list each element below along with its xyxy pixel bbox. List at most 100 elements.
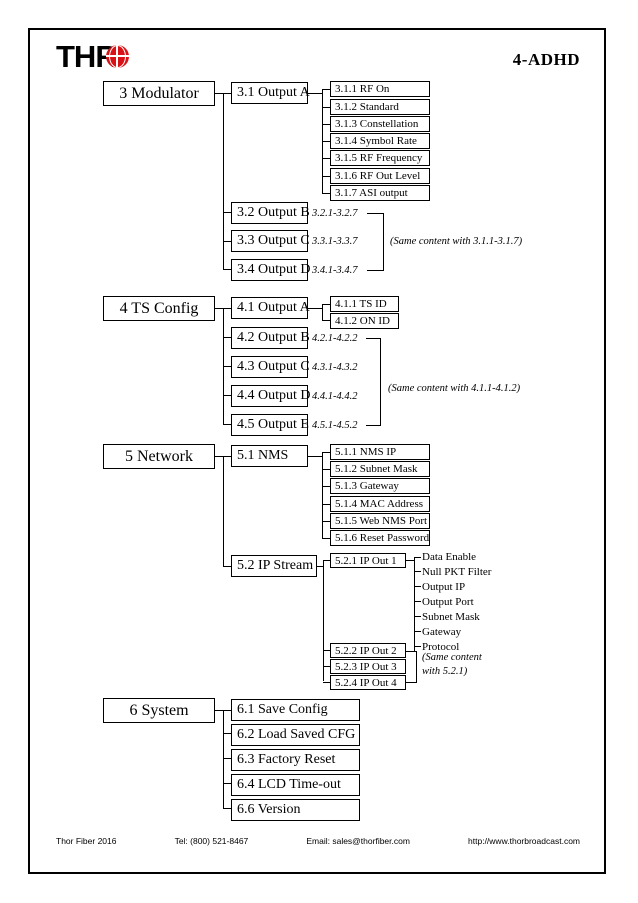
menu-leaf-3-1-7[interactable]: 3.1.7 ASI output: [330, 185, 430, 201]
section-title-network[interactable]: 5 Network: [103, 444, 215, 469]
menu-item-4-5[interactable]: 4.5 Output E: [231, 414, 309, 436]
connector: [366, 425, 380, 426]
connector: [366, 338, 380, 339]
connector: [322, 89, 330, 90]
menu-item-5-1[interactable]: 5.1 NMS: [231, 445, 308, 467]
menu-item-4-1[interactable]: 4.1 Output A: [231, 297, 310, 319]
page-title: 4-ADHD: [512, 50, 580, 69]
connector: [308, 308, 322, 309]
note-modulator-same-content: (Same content with 3.1.1-3.1.7): [390, 236, 523, 247]
connector: [414, 571, 421, 572]
menu-item-4-3[interactable]: 4.3 Output C: [231, 356, 310, 378]
range-label-4-2: 4.2.1-4.2.2: [312, 333, 358, 344]
menu-item-6-1[interactable]: 6.1 Save Config: [231, 699, 360, 721]
connector: [380, 338, 381, 426]
note-line-1: (Same content: [422, 652, 482, 663]
section-title-system[interactable]: 6 System: [103, 698, 215, 723]
menu-leaf-5-1-4[interactable]: 5.1.4 MAC Address: [330, 496, 430, 512]
menu-item-5-2-3[interactable]: 5.2.3 IP Out 3: [330, 659, 406, 674]
menu-item-6-6[interactable]: 6.6 Version: [231, 799, 360, 821]
connector: [317, 566, 323, 567]
range-label-4-3: 4.3.1-4.3.2: [312, 362, 358, 373]
connector: [323, 560, 324, 681]
thor-logo: THR: [56, 40, 166, 74]
connector: [223, 241, 231, 242]
connector: [414, 646, 421, 647]
globe-icon: [106, 45, 129, 68]
menu-leaf-protocol[interactable]: Protocol: [422, 641, 460, 653]
connector: [322, 504, 330, 505]
menu-item-3-2[interactable]: 3.2 Output B: [231, 202, 310, 224]
menu-item-6-4[interactable]: 6.4 LCD Time-out: [231, 774, 360, 796]
range-label-4-5: 4.5.1-4.5.2: [312, 420, 358, 431]
connector: [416, 651, 417, 683]
menu-item-5-2[interactable]: 5.2 IP Stream: [231, 555, 317, 577]
connector: [322, 469, 330, 470]
connector: [383, 213, 384, 271]
connector: [414, 601, 421, 602]
range-label-3-4: 3.4.1-3.4.7: [312, 265, 358, 276]
menu-leaf-data-enable[interactable]: Data Enable: [422, 551, 477, 563]
menu-leaf-5-1-3[interactable]: 5.1.3 Gateway: [330, 478, 430, 494]
connector: [322, 158, 330, 159]
menu-leaf-3-1-3[interactable]: 3.1.3 Constellation: [330, 116, 430, 132]
menu-item-6-2[interactable]: 6.2 Load Saved CFG: [231, 724, 360, 746]
menu-leaf-gateway[interactable]: Gateway: [422, 626, 462, 638]
connector: [322, 176, 330, 177]
menu-item-5-2-1[interactable]: 5.2.1 IP Out 1: [330, 553, 406, 568]
connector: [322, 452, 330, 453]
menu-leaf-3-1-4[interactable]: 3.1.4 Symbol Rate: [330, 133, 430, 149]
connector: [322, 452, 323, 538]
connector: [322, 304, 323, 321]
connector: [223, 366, 231, 367]
menu-leaf-5-1-1[interactable]: 5.1.1 NMS IP: [330, 444, 430, 460]
connector: [223, 456, 224, 567]
connector: [223, 783, 231, 784]
menu-leaf-4-1-1[interactable]: 4.1.1 TS ID: [330, 296, 399, 312]
connector: [414, 557, 415, 652]
connector: [322, 304, 330, 305]
connector: [414, 557, 421, 558]
connector: [223, 758, 231, 759]
connector: [322, 193, 330, 194]
connector: [322, 124, 330, 125]
section-title-ts-config[interactable]: 4 TS Config: [103, 296, 215, 321]
connector: [223, 93, 224, 270]
connector: [367, 213, 383, 214]
menu-leaf-3-1-1[interactable]: 3.1.1 RF On: [330, 81, 430, 97]
menu-item-4-2[interactable]: 4.2 Output B: [231, 327, 310, 349]
menu-item-3-4[interactable]: 3.4 Output D: [231, 259, 311, 281]
menu-item-6-3[interactable]: 6.3 Factory Reset: [231, 749, 360, 771]
footer-website[interactable]: http://www.thorbroadcast.com: [468, 836, 580, 846]
connector: [322, 320, 330, 321]
connector: [223, 212, 231, 213]
connector: [223, 269, 231, 270]
menu-leaf-5-1-2[interactable]: 5.1.2 Subnet Mask: [330, 461, 430, 477]
menu-item-3-3[interactable]: 3.3 Output C: [231, 230, 310, 252]
menu-leaf-subnet-mask[interactable]: Subnet Mask: [422, 611, 480, 623]
menu-item-3-1[interactable]: 3.1 Output A: [231, 82, 310, 104]
menu-leaf-null-pkt-filter[interactable]: Null PKT Filter: [422, 566, 492, 578]
page-border: [28, 28, 606, 874]
connector: [308, 456, 322, 457]
footer-company: Thor Fiber 2016: [56, 836, 117, 846]
menu-item-4-4[interactable]: 4.4 Output D: [231, 385, 311, 407]
menu-item-5-2-4[interactable]: 5.2.4 IP Out 4: [330, 675, 406, 690]
connector: [223, 710, 224, 809]
connector: [322, 521, 330, 522]
menu-item-5-2-2[interactable]: 5.2.2 IP Out 2: [330, 643, 406, 658]
menu-leaf-3-1-6[interactable]: 3.1.6 RF Out Level: [330, 168, 430, 184]
menu-leaf-5-1-6[interactable]: 5.1.6 Reset Password: [330, 530, 430, 546]
menu-leaf-3-1-5[interactable]: 3.1.5 RF Frequency: [330, 150, 430, 166]
menu-leaf-output-ip[interactable]: Output IP: [422, 581, 466, 593]
section-title-modulator[interactable]: 3 Modulator: [103, 81, 215, 106]
connector: [414, 586, 421, 587]
footer-email[interactable]: Email: sales@thorfiber.com: [306, 836, 410, 846]
connector: [323, 666, 330, 667]
connector: [322, 538, 330, 539]
menu-leaf-output-port[interactable]: Output Port: [422, 596, 474, 608]
connector: [406, 682, 416, 683]
menu-leaf-4-1-2[interactable]: 4.1.2 ON ID: [330, 313, 399, 329]
menu-leaf-5-1-5[interactable]: 5.1.5 Web NMS Port: [330, 513, 430, 529]
menu-leaf-3-1-2[interactable]: 3.1.2 Standard: [330, 99, 430, 115]
